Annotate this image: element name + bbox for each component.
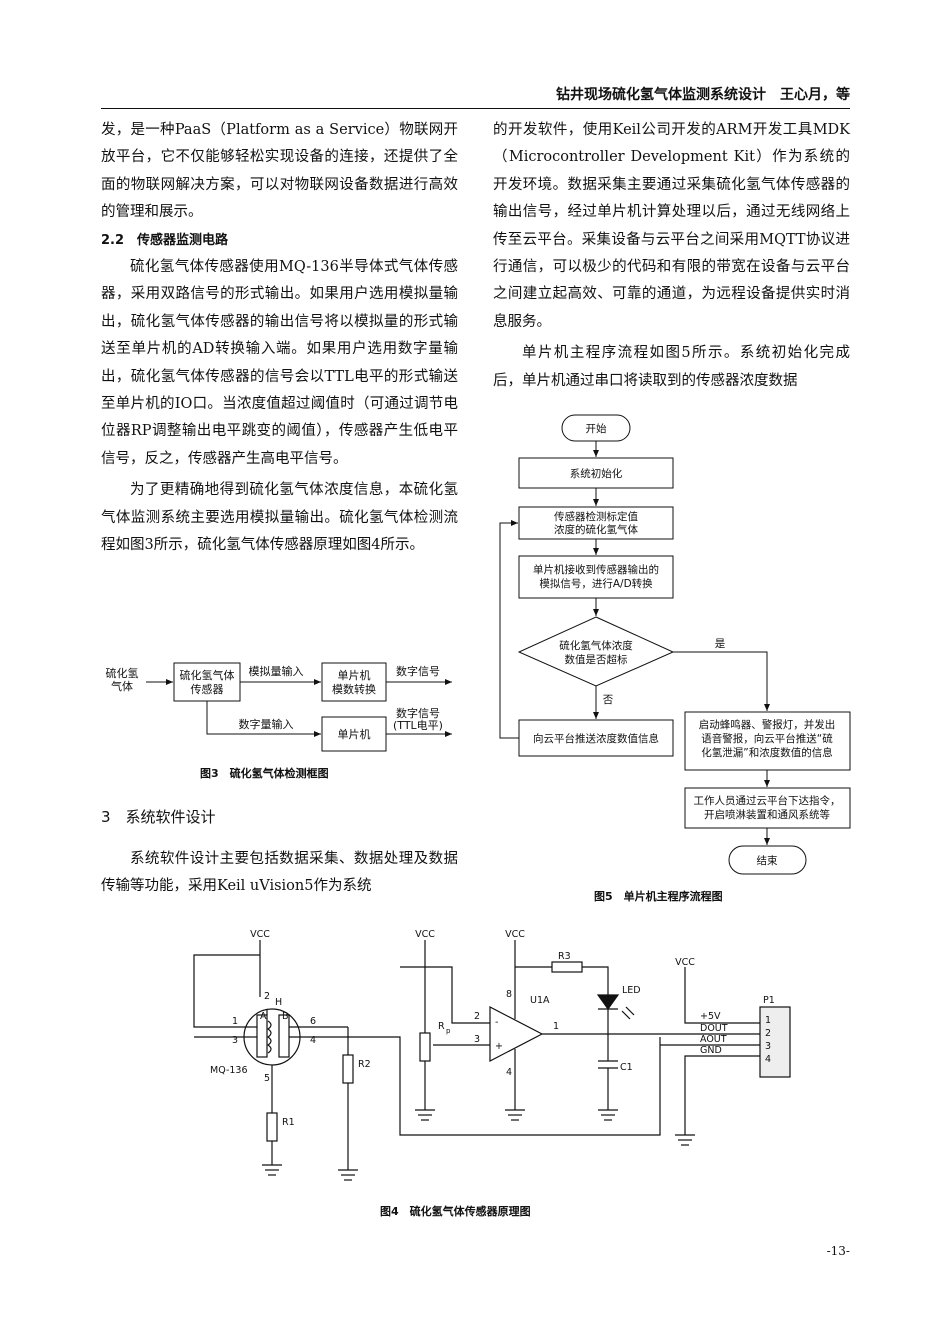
pin-label: DOUT	[700, 1023, 728, 1034]
pin-label: +5V	[700, 1011, 721, 1022]
p1-label: P1	[763, 995, 775, 1006]
pin-label: 3	[232, 1035, 238, 1046]
fig3-label: (TTL电平)	[393, 719, 443, 732]
conn-pin: 4	[765, 1054, 771, 1065]
pin-label: 8	[506, 989, 512, 1000]
paragraph: 硫化氢气体传感器使用MQ-136半导体式气体传感器，采用双路信号的形式输出。如果…	[101, 259, 458, 467]
u1a-label: U1A	[530, 995, 550, 1006]
paragraph: 系统软件设计主要包括数据采集、数据处理及数据传输等功能，采用Keil uVisi…	[101, 851, 458, 895]
fig3-label: 硫化氢	[106, 666, 139, 680]
vcc-label: VCC	[250, 929, 270, 940]
figure-5-flowchart: 开始 系统初始化 传感器检测标定值 浓度的硫化氢气体 单片机接收到传感器输出的 …	[499, 414, 851, 875]
fig3-label: 模数转换	[332, 682, 376, 696]
paragraph: 单片机主程序流程如图5所示。系统初始化完成后，单片机通过串口将读取到的传感器浓度…	[493, 345, 850, 389]
r1-label: R1	[282, 1117, 295, 1128]
figure-3-caption: 图3 硫化氢气体检测框图	[200, 767, 329, 780]
fig3-label: 气体	[111, 679, 133, 693]
opamp-plus: +	[495, 1041, 503, 1052]
flow-step: 开启喷淋装置和通风系统等	[704, 808, 830, 821]
fig3-label: 传感器	[191, 683, 224, 696]
flow-step: 化氢泄漏”和浓度数值的信息	[701, 746, 832, 759]
vcc-label: VCC	[675, 957, 695, 968]
pin-label: 2	[474, 1011, 480, 1022]
fig3-label: 模拟量输入	[249, 664, 304, 678]
flow-step: 语音警报，向云平台推送“硫	[701, 732, 833, 745]
flow-yes-label: 是	[715, 638, 726, 650]
conn-pin: 1	[765, 1015, 771, 1026]
r3-label: R3	[558, 951, 571, 962]
right-column: 的开发软件，使用Keil公司开发的ARM开发工具MDK（Microcontrol…	[493, 117, 850, 395]
page-number: -13-	[826, 1244, 850, 1258]
r2-label: R2	[358, 1059, 371, 1070]
section-heading-2-2: 2.2 传感器监测电路	[101, 232, 229, 248]
flow-start: 开始	[586, 422, 607, 435]
vcc-label: VCC	[415, 929, 435, 940]
flow-step: 启动蜂鸣器、警报灯，并发出	[699, 718, 836, 731]
flow-end: 结束	[757, 854, 778, 867]
figure-3-block-diagram: 硫化氢 气体 硫化氢气体 传感器 模拟量输入 单片机 模数转换 数字信号 数字量…	[106, 662, 452, 752]
conn-pin: 3	[765, 1041, 771, 1052]
pin-label: A	[260, 1011, 267, 1022]
left-column: 发，是一种PaaS（Platform as a Service）物联网开放平台，…	[101, 117, 458, 560]
fig3-label: 数字量输入	[239, 717, 294, 731]
rp-label: R	[438, 1021, 445, 1032]
fig3-label: 数字信号	[396, 706, 440, 720]
flow-step: 向云平台推送浓度数值信息	[533, 732, 659, 745]
pin-label: 1	[553, 1021, 559, 1032]
pin-label: 1	[232, 1016, 238, 1027]
fig3-label: 单片机	[338, 668, 371, 682]
flow-step: 工作人员通过云平台下达指令，	[694, 794, 841, 807]
vcc-label: VCC	[505, 929, 525, 940]
paragraph: 为了更精确地得到硫化氢气体浓度信息，本硫化氢气体监测系统主要选用模拟量输出。硫化…	[101, 482, 458, 554]
fig3-label: 硫化氢气体	[180, 668, 235, 682]
sensor-label: MQ-136	[210, 1065, 248, 1076]
header-rule	[101, 108, 850, 109]
section-heading-3: 3 系统软件设计	[101, 808, 216, 826]
flow-step: 浓度的硫化氢气体	[554, 523, 638, 536]
pin-label: B	[282, 1011, 289, 1022]
pin-label: 4	[506, 1067, 512, 1078]
rp-sub-label: p	[446, 1027, 451, 1035]
figure-5-caption: 图5 单片机主程序流程图	[594, 890, 723, 903]
pin-label: 6	[310, 1016, 316, 1027]
fig3-label: 单片机	[338, 727, 371, 741]
flow-step: 模拟信号，进行A/D转换	[539, 577, 653, 590]
flow-no-label: 否	[603, 694, 614, 706]
flow-step: 单片机接收到传感器输出的	[533, 563, 659, 576]
pin-label: 5	[264, 1073, 270, 1084]
pin-label: 3	[474, 1034, 480, 1045]
opamp-minus: -	[495, 1017, 498, 1028]
flow-step: 传感器检测标定值	[554, 510, 638, 523]
flow-step: 系统初始化	[570, 467, 623, 480]
figure-4-caption: 图4 硫化氢气体传感器原理图	[380, 1205, 531, 1218]
c1-label: C1	[620, 1062, 633, 1073]
led-label: LED	[622, 985, 641, 996]
paragraph: 发，是一种PaaS（Platform as a Service）物联网开放平台，…	[101, 122, 458, 221]
pin-label: 4	[310, 1035, 316, 1046]
pin-label: GND	[700, 1045, 722, 1056]
left-column-bottom: 系统软件设计主要包括数据采集、数据处理及数据传输等功能，采用Keil uVisi…	[101, 846, 458, 901]
pin-label: 2	[264, 991, 270, 1002]
pin-label: H	[275, 997, 282, 1008]
pin-label: AOUT	[700, 1034, 727, 1045]
fig3-label: 数字信号	[396, 664, 440, 678]
conn-pin: 2	[765, 1028, 771, 1039]
figure-4-circuit: VCC VCC VCC VCC 2 H 1 3 A B 6 4 5 MQ-136…	[193, 929, 791, 1181]
flow-decision: 硫化氢气体浓度	[559, 639, 633, 652]
running-header: 钻井现场硫化氢气体监测系统设计 王心月，等	[556, 87, 850, 103]
paragraph: 的开发软件，使用Keil公司开发的ARM开发工具MDK（Microcontrol…	[493, 122, 850, 330]
flow-decision: 数值是否超标	[565, 653, 628, 666]
